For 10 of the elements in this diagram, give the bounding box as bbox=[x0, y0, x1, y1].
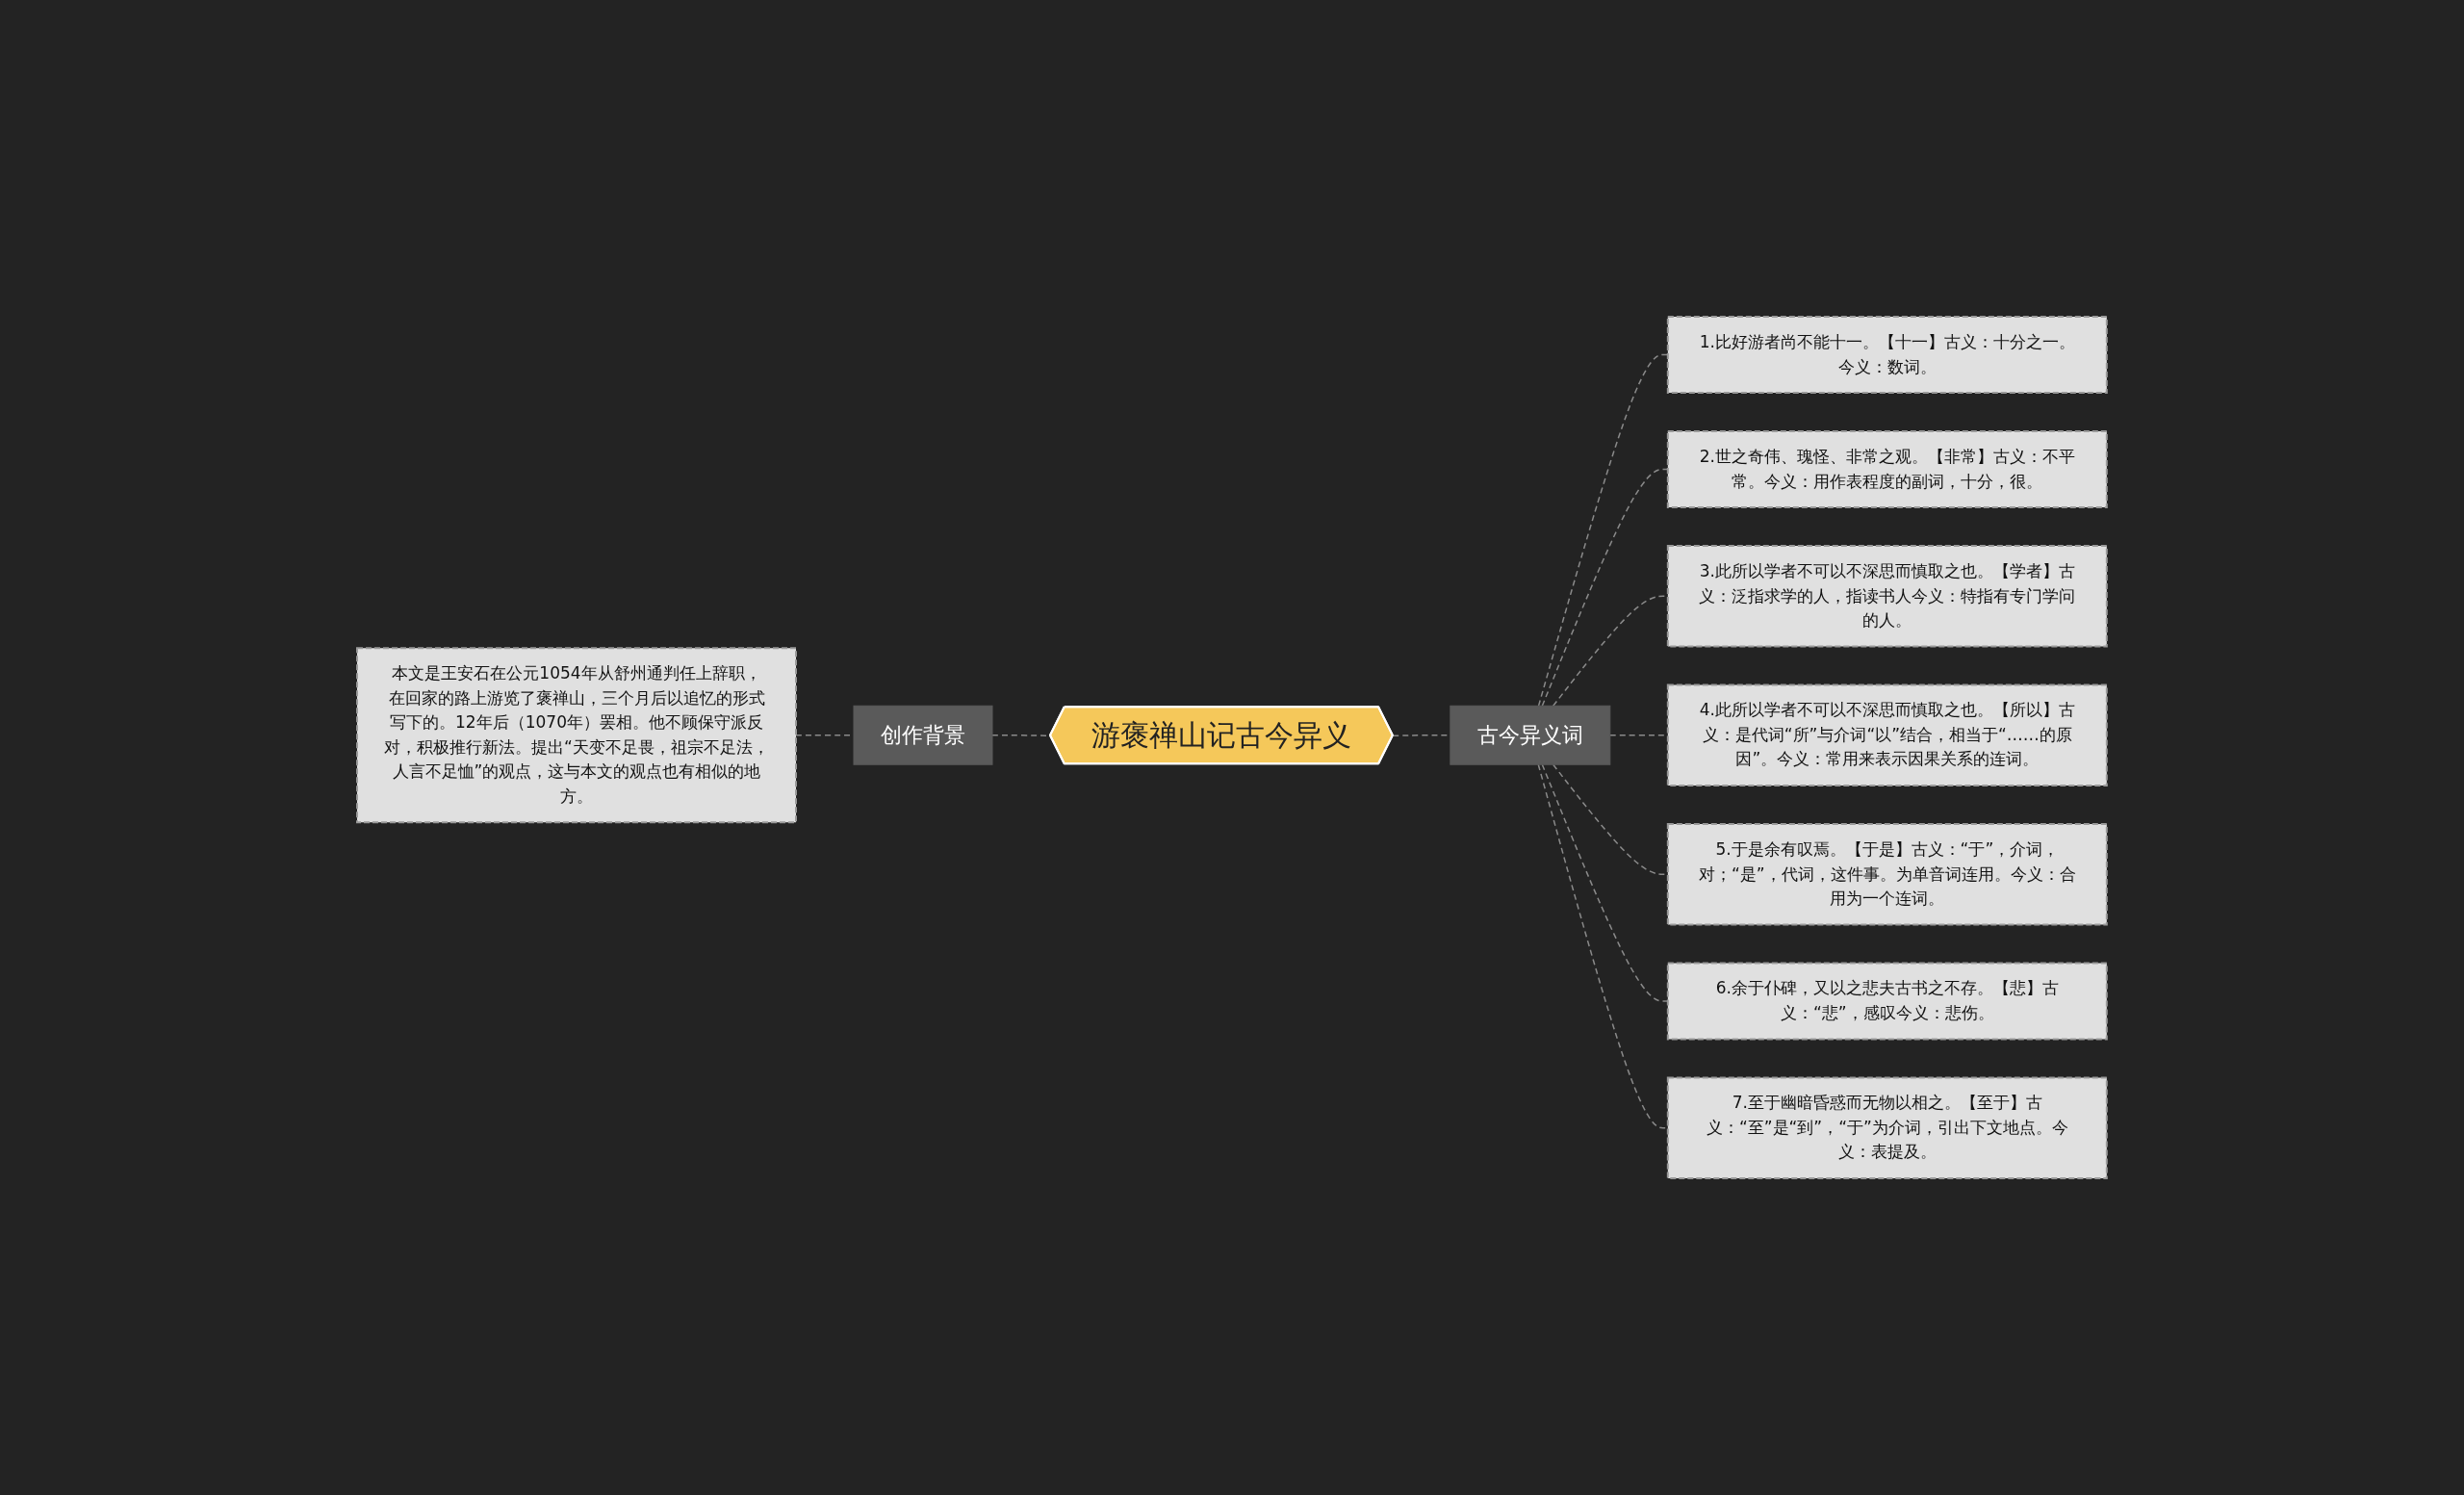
node-box: 本文是王安石在公元1054年从舒州通判任上辞职，在回家的路上游览了褒禅山，三个月后以追忆的形式写下的。12年后（1070年）罢相。他不顾保守派反对，积极推行新法。提出“天变不足畏，祖宗不足法，人言不足恤”的观点，这与本文的观点也有相似的地方。 bbox=[356, 647, 798, 824]
node-box: 7.至于幽暗昏惑而无物以相之。【至于】古义：“至”是“到”，“于”为介词，引出下文地点。今义：表提及。 bbox=[1666, 1076, 2108, 1179]
node-box: 1.比好游者尚不能十一。【十一】古义：十分之一。今义：数词。 bbox=[1666, 316, 2108, 394]
node-box: 创作背景 bbox=[853, 705, 993, 765]
node-box: 4.此所以学者不可以不深思而慎取之也。【所以】古义：是代词“所”与介词“以”结合，相当于“……的原因”。今义：常用来表示因果关系的连词。 bbox=[1666, 683, 2108, 786]
node-box: 3.此所以学者不可以不深思而慎取之也。【学者】古义：泛指求学的人，指读书人今义：特指有专门学问的人。 bbox=[1666, 545, 2108, 648]
node-box: 5.于是余有叹焉。【于是】古义：“于”，介词，对；“是”，代词，这件事。为单音词连用。今义：合用为一个连词。 bbox=[1666, 823, 2108, 926]
node-box: 6.余于仆碑，又以之悲夫古书之不存。【悲】古义：“悲”，感叹今义：悲伤。 bbox=[1666, 962, 2108, 1041]
node-box: 2.世之奇伟、瑰怪、非常之观。【非常】古义：不平常。今义：用作表程度的副词，十分，很。 bbox=[1666, 430, 2108, 508]
node-box: 古今异义词 bbox=[1450, 705, 1611, 765]
